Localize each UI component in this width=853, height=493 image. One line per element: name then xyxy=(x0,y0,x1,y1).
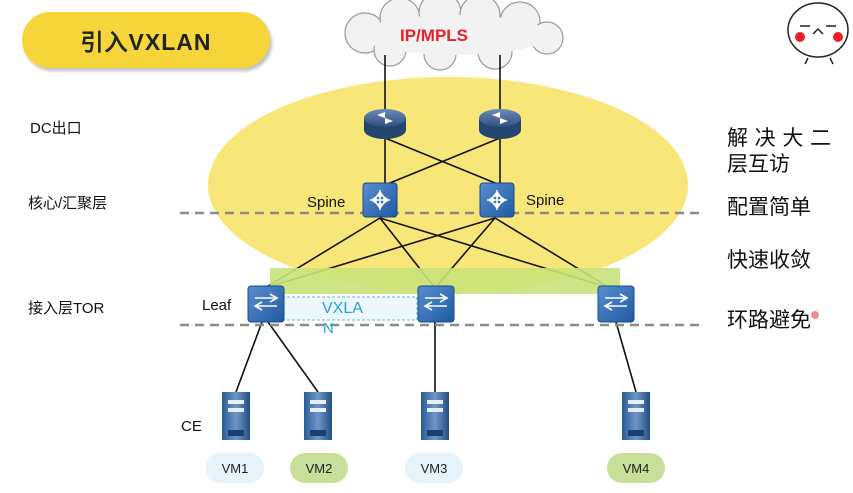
leaf-switch-3-icon xyxy=(597,285,635,323)
router-left-icon xyxy=(364,109,406,139)
vm-bubble-3: VM3 xyxy=(405,453,463,483)
page-title: 引入VXLAN xyxy=(80,29,212,55)
layer-label-access: 接入层TOR xyxy=(28,300,105,317)
ip-mpls-cloud xyxy=(344,0,564,71)
ce-label: CE xyxy=(181,418,202,435)
server-1-icon xyxy=(222,392,250,440)
spine-switch-left-icon xyxy=(362,182,398,218)
benefit-config: 配置简单 xyxy=(727,195,811,219)
cloud-label: IP/MPLS xyxy=(400,26,469,45)
spine-right-label: Spine xyxy=(526,192,565,209)
server-4-icon xyxy=(622,392,650,440)
pointer-dot xyxy=(811,311,819,319)
vm-label: VM1 xyxy=(221,460,249,476)
server-3-icon xyxy=(421,392,449,440)
vxlan-label: VXLA xyxy=(322,300,363,317)
benefit-loop: 环路避免 xyxy=(727,308,811,332)
vm-label: VM3 xyxy=(420,460,448,476)
server-2-icon xyxy=(304,392,332,440)
spine-switch-right-icon xyxy=(479,182,515,218)
layer-label-dc-exit: DC出口 xyxy=(30,120,82,137)
vxlan-box xyxy=(281,296,418,321)
router-right-icon xyxy=(479,109,521,139)
vm-bubble-4: VM4 xyxy=(607,453,665,483)
vm-label: VM2 xyxy=(305,460,333,476)
title-badge: 引入VXLAN xyxy=(22,12,270,68)
vxlan-label-wrap: N xyxy=(323,320,334,337)
leaf-switch-2-icon xyxy=(417,285,455,323)
spine-left-label: Spine xyxy=(307,194,346,211)
links xyxy=(235,55,637,393)
benefit-l2-line1: 解 决 大 二 xyxy=(727,126,832,150)
benefit-l2-line2: 层互访 xyxy=(727,152,790,176)
benefit-converge: 快速收敛 xyxy=(727,248,811,272)
vm-bubble-2: VM2 xyxy=(290,453,348,483)
layer-label-core: 核心/汇聚层 xyxy=(28,195,108,212)
l2-domain-ellipse xyxy=(208,77,688,293)
vm-bubble-1: VM1 xyxy=(206,453,264,483)
vm-label: VM4 xyxy=(622,460,650,476)
mascot-icon xyxy=(787,2,849,65)
leaf-label: Leaf xyxy=(202,297,232,314)
leaf-switch-1-icon xyxy=(247,285,285,323)
